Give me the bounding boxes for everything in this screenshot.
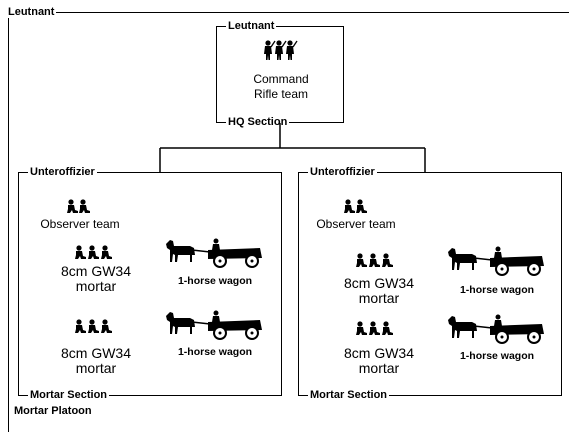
org-connectors [159, 123, 426, 172]
mortar-section-box-1 [18, 172, 282, 396]
horse-wagon-icon [447, 245, 545, 276]
mortar-team-icon [75, 319, 112, 333]
hq-unit-line2: Rifle team [253, 87, 309, 101]
platoon-frame [8, 12, 569, 432]
section-1-mortar2-line1: 8cm GW34 [60, 345, 131, 361]
observer-team-icon [67, 199, 90, 213]
section-1-wagon1: 1-horse wagon [177, 275, 253, 287]
platoon-bottom-label: Mortar Platoon [12, 405, 94, 417]
hq-unit-line1: Command [253, 72, 309, 86]
mortar-team-icon [356, 321, 393, 335]
section-2-bottom-label: Mortar Section [308, 389, 390, 401]
section-1-wagon2: 1-horse wagon [177, 346, 253, 358]
section-1-mortar1-line2: mortar [75, 278, 117, 294]
mortar-team-icon [356, 253, 393, 267]
section-2-wagon1: 1-horse wagon [459, 284, 535, 296]
section-2-top-label: Unteroffizier [308, 166, 377, 178]
observer-team-icon [344, 199, 367, 213]
hq-bottom-label: HQ Section [226, 116, 290, 128]
hq-top-label: Leutnant [226, 20, 277, 32]
horse-wagon-icon [165, 309, 263, 340]
section-2-mortar1-line2: mortar [358, 290, 400, 306]
section-2-mortar2-line1: 8cm GW34 [343, 345, 414, 361]
section-1-observer: Observer team [40, 217, 120, 231]
section-2-mortar1-line1: 8cm GW34 [343, 275, 414, 291]
horse-wagon-icon [165, 237, 263, 268]
section-1-top-label: Unteroffizier [28, 166, 97, 178]
mortar-team-icon [75, 245, 112, 259]
section-1-mortar1-line1: 8cm GW34 [60, 263, 131, 279]
platoon-top-label: Leutnant [6, 6, 57, 18]
section-1-bottom-label: Mortar Section [28, 389, 110, 401]
section-2-mortar2-line2: mortar [358, 360, 400, 376]
section-2-wagon2: 1-horse wagon [459, 350, 535, 362]
section-1-mortar2-line2: mortar [75, 360, 117, 376]
section-2-observer: Observer team [316, 217, 396, 231]
horse-wagon-icon [447, 313, 545, 344]
mortar-section-box-2 [298, 172, 562, 396]
